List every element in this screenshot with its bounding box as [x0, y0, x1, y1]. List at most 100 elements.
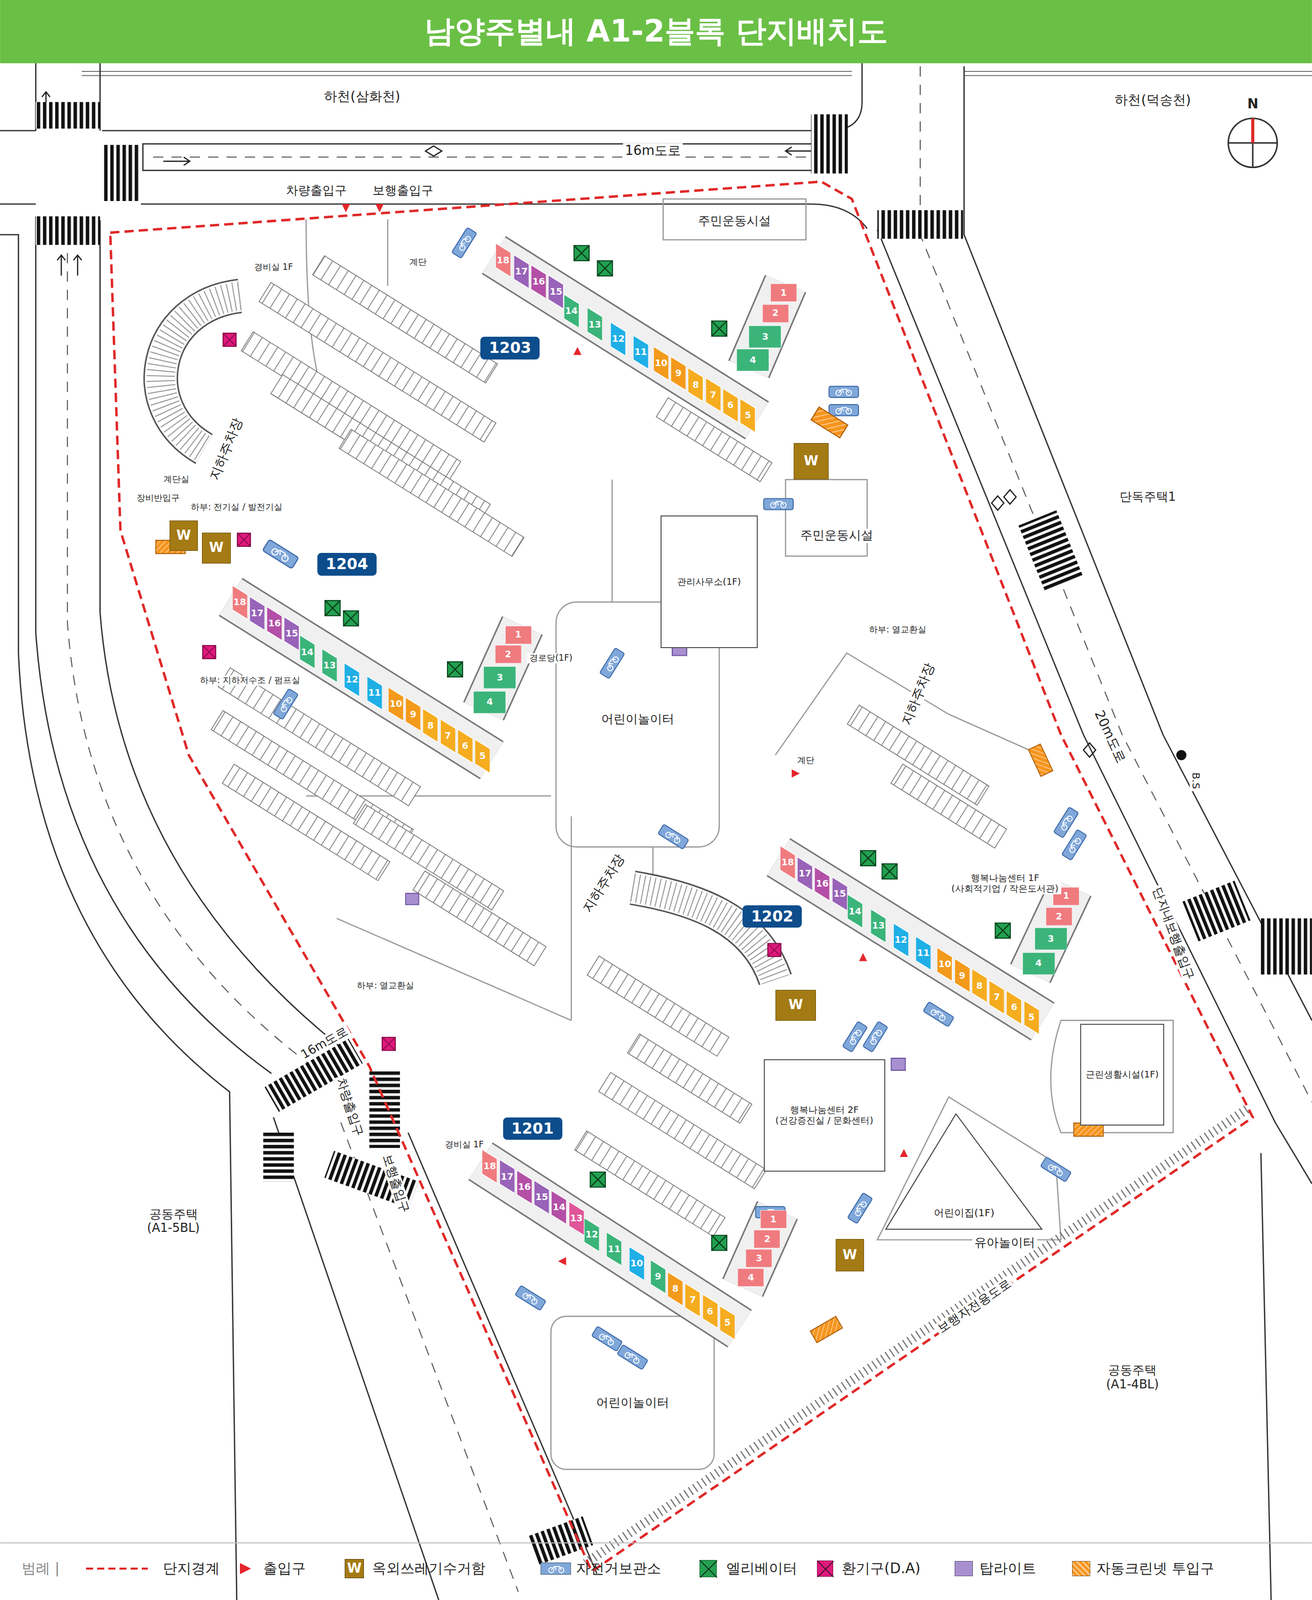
legend-swatch: [816, 1560, 834, 1577]
unit-shape: [610, 321, 626, 356]
unit-number: 12: [345, 674, 359, 685]
unit-number-box: 14: [847, 893, 863, 928]
elevator-symbol: [882, 863, 898, 879]
building-number: 1204: [317, 552, 377, 576]
elevator-symbol: [447, 661, 463, 677]
crosswalk: [369, 1071, 400, 1148]
unit-shape: [722, 388, 738, 423]
unit-number-box: 12: [584, 1217, 600, 1252]
unit-number-box: 14: [299, 634, 315, 669]
legend-swatch: [699, 1559, 717, 1577]
unit-number: 2: [1055, 911, 1063, 922]
unit-number-box: 7: [989, 979, 1005, 1014]
unit-number: 6: [1010, 1001, 1018, 1013]
road-edge: [0, 63, 101, 204]
unit-number-box: 11: [633, 335, 649, 369]
unit-number: 5: [724, 1317, 731, 1328]
node-text: 어린이집(1F): [933, 1206, 995, 1219]
walkway: [663, 198, 806, 240]
unit-number: 16: [815, 878, 829, 889]
unit-number: 3: [755, 1252, 763, 1264]
unit-number: 17: [514, 266, 528, 277]
crosswalk: [526, 1515, 594, 1566]
entrance-mark: [341, 203, 350, 213]
road-marking: [1003, 489, 1016, 504]
legend-glyph: [239, 1562, 252, 1574]
bicycle-rack: [262, 227, 1088, 1370]
map-label: 주민운동시설: [798, 528, 876, 543]
crosswalk: [35, 102, 101, 129]
unit-shape: [232, 585, 248, 620]
facility-building: 관리사무소(1F): [660, 515, 758, 648]
unit-number: 13: [569, 1212, 583, 1224]
waste-bin-box: W: [835, 1238, 865, 1271]
unit-number-box: 5: [474, 739, 490, 773]
unit-number: 6: [727, 399, 734, 411]
unit-number: 18: [496, 255, 510, 266]
unit-number-box: 10: [388, 686, 404, 721]
crosswalk: [35, 216, 101, 245]
map-label: 행복나눔센터 1F (사회적기업 / 작은도서관): [948, 873, 1062, 894]
road-edge: [142, 143, 816, 171]
crosswalk: [263, 1132, 294, 1182]
waste-bin-box: W: [793, 442, 829, 480]
bicycle-rack: [262, 539, 300, 569]
unit-shape: [847, 893, 863, 928]
unit-number-box: 5: [1023, 1000, 1040, 1035]
unit-number: 9: [958, 970, 966, 981]
unit-number: 16: [532, 276, 546, 287]
north-arrow: [1228, 142, 1278, 168]
unit-shape: [870, 908, 886, 943]
node-text: 행복나눔센터 2F (건강증진실 / 문화센터): [767, 1104, 882, 1126]
unit-shape: [770, 283, 797, 302]
north-arrow: [1228, 118, 1278, 168]
entrance-mark: [899, 1148, 909, 1157]
unit-number: 11: [367, 687, 381, 699]
unit-number: 18: [781, 856, 794, 868]
road-edge: [35, 216, 272, 1074]
crosswalk: [1018, 510, 1084, 592]
unit-shape: [495, 644, 522, 664]
unit-number-box: 12: [893, 922, 909, 957]
unit-shape: [587, 307, 603, 342]
unit-number-box: 4: [1022, 952, 1055, 975]
node-text: W: [209, 540, 224, 556]
map-label: N: [1245, 96, 1261, 112]
road-edge: [273, 1117, 439, 1600]
legend-swatch: [238, 1561, 253, 1575]
unit-number-box: 8: [687, 367, 704, 402]
walkway: [877, 1096, 1061, 1240]
unit-number: 15: [833, 888, 846, 899]
crosswalk: [102, 144, 140, 201]
bicycle-rack: [591, 1325, 623, 1351]
vent-symbol: [202, 333, 781, 1050]
road-edge: [877, 229, 1312, 1183]
entrance-mark: [375, 203, 384, 213]
unit-number-box: 12: [610, 321, 626, 356]
pedestrian-path: [585, 1109, 1247, 1564]
unit-number-box: 4: [736, 348, 769, 372]
vent-symbol: [382, 1037, 396, 1051]
unit-shape: [954, 958, 970, 993]
legend-glyph: [86, 1567, 148, 1570]
unit-number: 12: [611, 333, 625, 345]
legend-swatch: [954, 1560, 973, 1576]
unit-number: 17: [798, 868, 812, 879]
map-label: 계단실: [161, 474, 192, 485]
vent-symbol: [223, 333, 237, 347]
unit-number-box: 1: [760, 1209, 787, 1228]
map-label: 하부: 열교환실: [867, 624, 929, 635]
unit-shape: [366, 675, 383, 710]
unit-number-box: 14: [563, 294, 580, 328]
unit-number: 4: [749, 354, 757, 366]
elevator-symbol: [574, 245, 590, 261]
legend-glyph: [86, 1563, 148, 1574]
vent-symbol: [237, 533, 251, 547]
unit-number-box: 13: [321, 648, 338, 683]
unit-number-box: 15: [283, 616, 300, 651]
crosswalk: [877, 210, 963, 239]
node-text: 1203: [488, 339, 532, 357]
unit-shape: [687, 367, 704, 402]
legend-glyph: [541, 1562, 572, 1575]
